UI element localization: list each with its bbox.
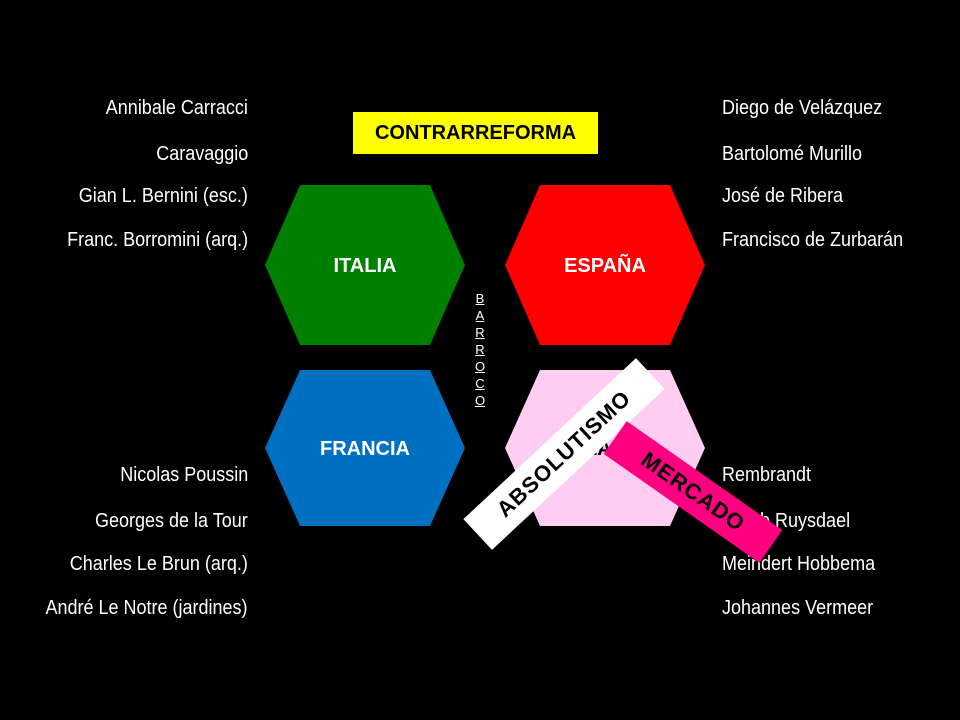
artist-francia-2: Georges de la Tour bbox=[95, 510, 248, 532]
barroco-letter: R bbox=[475, 342, 485, 357]
barroco-letter: R bbox=[475, 325, 485, 340]
artist-italia-3: Gian L. Bernini (esc.) bbox=[78, 185, 248, 207]
barroco-letter: O bbox=[474, 359, 486, 374]
contrarreforma-banner: CONTRARREFORMA bbox=[353, 112, 598, 154]
artist-holanda-1: Rembrandt bbox=[722, 464, 812, 486]
artist-francia-3: Charles Le Brun (arq.) bbox=[69, 553, 248, 575]
hex-label-italia: ITALIA bbox=[334, 255, 397, 277]
hex-espana bbox=[505, 185, 705, 345]
artist-espana-1: Diego de Velázquez bbox=[722, 97, 883, 119]
barroco-letter: B bbox=[475, 291, 485, 306]
artist-italia-2: Caravaggio bbox=[155, 143, 248, 165]
artist-francia-1: Nicolas Poussin bbox=[119, 464, 248, 486]
artist-italia-1: Annibale Carracci bbox=[105, 97, 248, 119]
barroco-vertical-label: B A R R O C O bbox=[473, 290, 487, 409]
hex-label-espana: ESPAÑA bbox=[564, 254, 646, 277]
artist-italia-4: Franc. Borromini (arq.) bbox=[66, 229, 248, 251]
artist-francia-4: André Le Notre (jardines) bbox=[45, 597, 248, 619]
artist-espana-3: José de Ribera bbox=[722, 185, 844, 207]
hex-italia bbox=[265, 185, 465, 345]
artist-espana-4: Francisco de Zurbarán bbox=[722, 229, 904, 251]
artist-holanda-4: Johannes Vermeer bbox=[722, 597, 874, 619]
artist-espana-2: Bartolomé Murillo bbox=[722, 143, 863, 165]
barroco-letter: C bbox=[475, 376, 485, 391]
barroco-letter: A bbox=[475, 308, 485, 323]
hex-label-francia: FRANCIA bbox=[320, 438, 410, 460]
hex-francia bbox=[265, 370, 465, 526]
barroco-letter: O bbox=[474, 393, 486, 408]
